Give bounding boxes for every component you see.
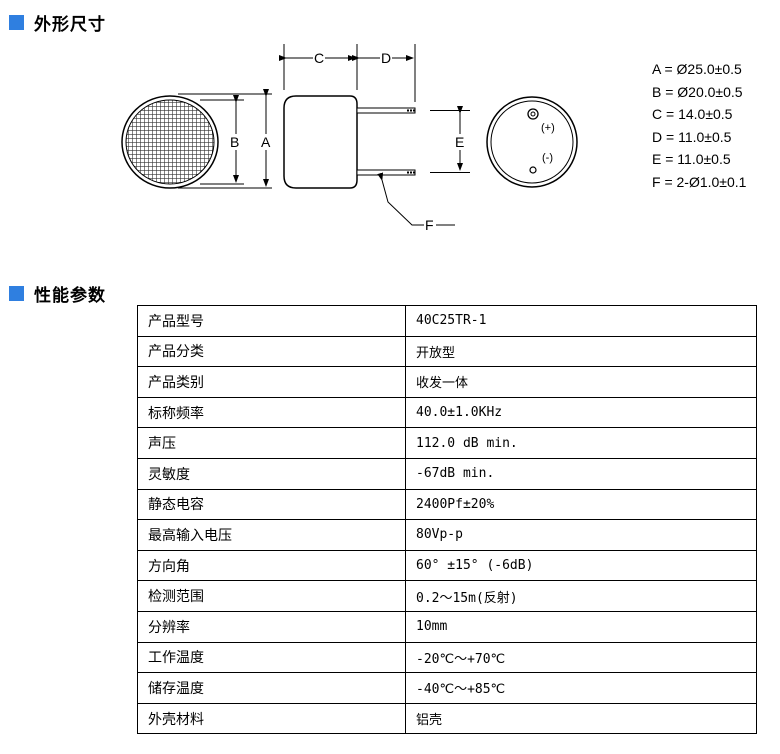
param-name: 标称频率 (137, 396, 406, 429)
param-value: 40C25TR-1 (405, 305, 757, 337)
label-c: C (314, 50, 324, 66)
back-view: (+) (-) (486, 96, 578, 188)
label-plus: (+) (541, 122, 555, 134)
blue-square-icon (9, 286, 24, 301)
spec-b: B = Ø20.0±0.5 (652, 83, 743, 100)
spec-a: A = Ø25.0±0.5 (652, 61, 742, 77)
table-row: 产品类别收发一体 (137, 366, 757, 398)
param-value: 10mm (405, 610, 757, 643)
param-value: 开放型 (405, 335, 757, 368)
blue-square-icon (9, 15, 24, 30)
param-value: -20℃～+70℃ (405, 641, 757, 674)
param-name: 分辨率 (137, 610, 406, 643)
dimensions-title-text: 外形尺寸 (34, 15, 106, 35)
param-name: 静态电容 (137, 488, 406, 521)
param-name: 检测范围 (137, 580, 406, 612)
spec-d: D = 11.0±0.5 (652, 128, 732, 145)
label-b: B (230, 134, 239, 150)
param-name: 外壳材料 (137, 702, 406, 735)
param-name: 产品类别 (137, 366, 406, 398)
param-value: 收发一体 (405, 366, 757, 398)
param-name: 灵敏度 (137, 457, 406, 490)
table-row: 灵敏度-67dB min. (137, 457, 757, 490)
params-section-title: 性能参数 (9, 281, 106, 306)
label-a: A (261, 134, 271, 150)
label-minus: (-) (542, 152, 553, 164)
param-name: 产品型号 (137, 305, 406, 337)
table-row: 工作温度-20℃～+70℃ (137, 641, 757, 674)
table-row: 产品分类开放型 (137, 335, 757, 368)
label-f: F (425, 217, 434, 233)
param-value: 60° ±15° (-6dB) (405, 549, 757, 582)
dimension-drawing: B A C D E F (+) ( (121, 44, 578, 233)
spec-f: F = 2-Ø1.0±0.1 (652, 173, 747, 190)
param-name: 最高输入电压 (137, 519, 406, 551)
label-e: E (455, 134, 464, 150)
table-row: 外壳材料铝壳 (137, 702, 757, 735)
param-name: 储存温度 (137, 672, 406, 704)
front-view: B A (121, 89, 272, 189)
param-value: 2400Pf±20% (405, 488, 757, 521)
param-value: 40.0±1.0KHz (405, 396, 757, 429)
params-title-text: 性能参数 (34, 286, 106, 306)
param-value: 铝壳 (405, 702, 757, 735)
spec-e: E = 11.0±0.5 (652, 151, 731, 167)
param-value: 80Vp-p (405, 519, 757, 551)
side-view: C D E F (279, 44, 470, 233)
param-value: 0.2～15m(反射) (405, 580, 757, 612)
dimension-spec-list: A = Ø25.0±0.5 B = Ø20.0±0.5 C = 14.0±0.5… (652, 58, 746, 193)
label-d: D (381, 50, 391, 66)
param-value: -67dB min. (405, 457, 757, 490)
param-name: 工作温度 (137, 641, 406, 674)
param-name: 声压 (137, 427, 406, 459)
param-name: 产品分类 (137, 335, 406, 368)
dimensions-section-title: 外形尺寸 (9, 10, 106, 35)
param-value: 112.0 dB min. (405, 427, 757, 459)
table-row: 储存温度-40℃～+85℃ (137, 672, 757, 704)
param-value: -40℃～+85℃ (405, 672, 757, 704)
param-name: 方向角 (137, 549, 406, 582)
spec-c: C = 14.0±0.5 (652, 106, 733, 122)
